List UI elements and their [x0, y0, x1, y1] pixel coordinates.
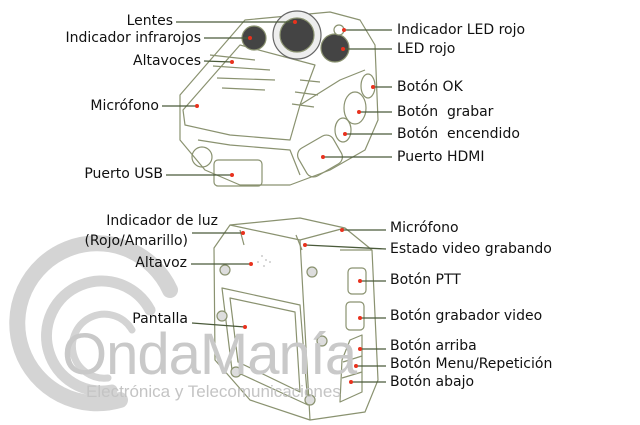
- watermark-brand: OndaManía: [62, 322, 357, 387]
- label-boton-arriba: Botón arriba: [390, 338, 477, 354]
- label-pantalla: Pantalla: [132, 311, 188, 327]
- label-puerto-hdmi: Puerto HDMI: [397, 149, 485, 165]
- label-boton-grabador-video: Botón grabador video: [390, 308, 543, 324]
- label-indicador-led-rojo: Indicador LED rojo: [397, 22, 526, 38]
- label-indicador-luz: Indicador de luz: [106, 213, 218, 229]
- label-altavoces: Altavoces: [133, 53, 201, 69]
- label-microfono-bottom: Micrófono: [390, 220, 459, 236]
- label-indicador-infrarojos: Indicador infrarojos: [65, 30, 201, 46]
- label-boton-abajo: Botón abajo: [390, 374, 475, 390]
- label-boton-ptt: Botón PTT: [390, 272, 461, 288]
- label-estado-video: Estado video grabando: [390, 241, 552, 257]
- label-lentes: Lentes: [126, 13, 173, 29]
- label-led-rojo: LED rojo: [397, 41, 456, 57]
- label-boton-grabar: Botón grabar: [397, 104, 494, 120]
- label-rojo-amarillo: (Rojo/Amarillo): [84, 233, 188, 249]
- watermark-tagline: Electrónica y Telecomunicaciones: [86, 382, 341, 401]
- label-altavoz: Altavoz: [135, 255, 187, 271]
- label-puerto-usb: Puerto USB: [84, 166, 163, 182]
- label-boton-menu: Botón Menu/Repetición: [390, 356, 553, 372]
- label-boton-encendido: Botón encendido: [397, 126, 520, 142]
- label-boton-ok: Botón OK: [397, 79, 463, 95]
- label-microfono: Micrófono: [90, 98, 159, 114]
